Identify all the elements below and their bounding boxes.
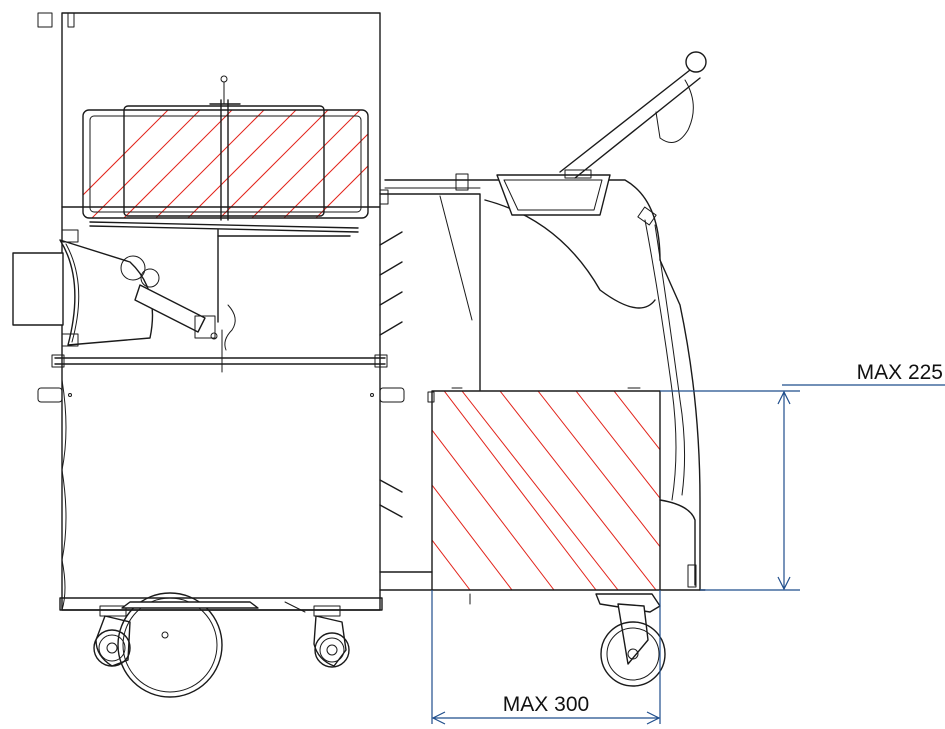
cabinet-vents [379,231,403,518]
left-caster [93,605,131,667]
width-dimension: MAX 300 [431,590,661,725]
top-tray [82,75,369,221]
left-cabinet [37,12,405,611]
cart-body [379,179,706,605]
width-dimension-label: MAX 300 [503,693,589,716]
mounted-arm-assembly [12,229,236,373]
tray-hatch-pattern [83,110,368,218]
load-box-hatch-pattern [432,391,660,590]
middle-caster [284,601,350,668]
cart-handle [559,51,707,179]
load-box [427,387,661,591]
right-caster [595,593,666,687]
height-dimension-label: MAX 225 [857,361,943,384]
top-bin [455,169,611,216]
cabinet-shelf [61,206,381,323]
height-dimension: MAX 225 [660,361,945,591]
large-wheel [117,592,259,698]
